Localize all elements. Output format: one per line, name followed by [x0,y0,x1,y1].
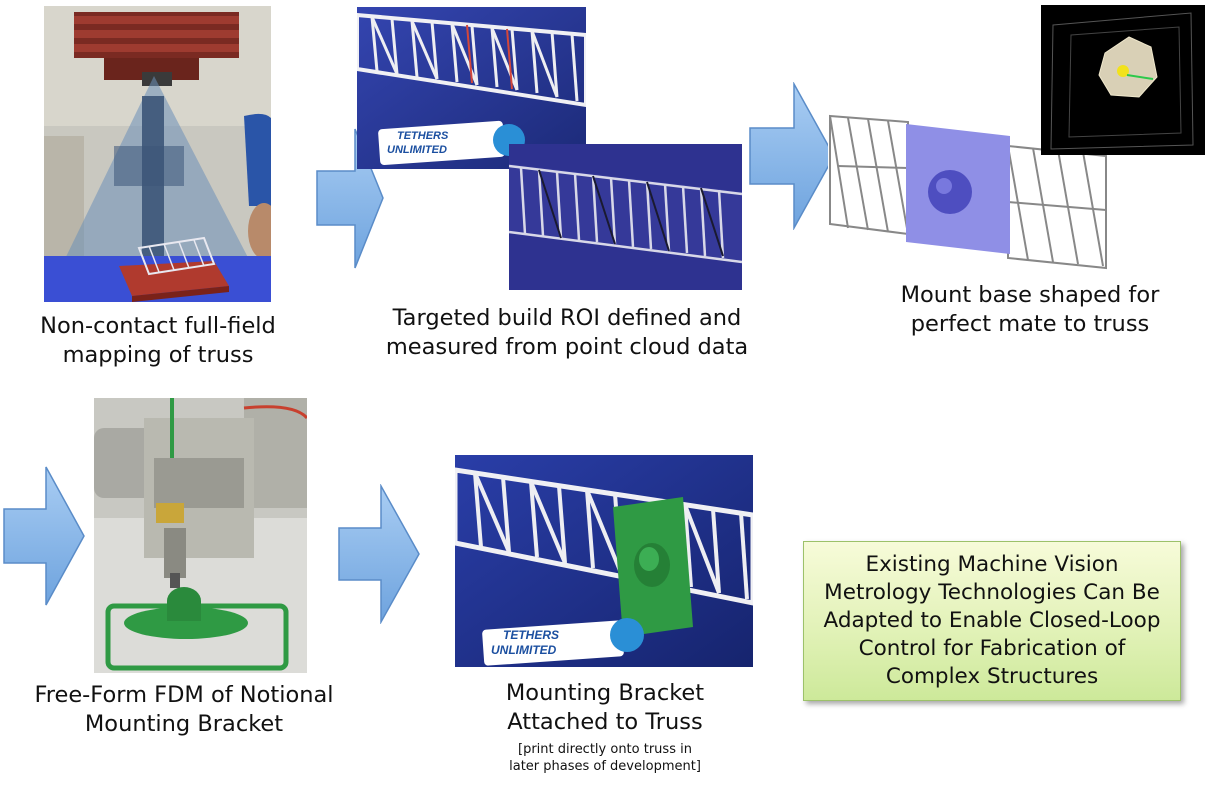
caption-mounting-bracket-attached: Mounting Bracket Attached to Truss [505,680,705,735]
scanner-photo [44,6,271,302]
arrow-right-icon [749,82,835,230]
arrow-right-icon [338,484,420,624]
conclusion-line: Metrology Technologies Can Be [824,580,1160,605]
note-print-directly: [print directly onto truss in later phas… [509,742,701,774]
bracket-attached-photo: TETHERS UNLIMITED [455,455,753,667]
logo-text-unlimited: UNLIMITED [491,643,557,657]
conclusion-line: Control for Fabrication of [858,636,1126,661]
arrow-right-icon [3,466,85,606]
logo-text-tethers: TETHERS [397,130,449,142]
render-inset [1041,5,1205,155]
truss-photo: TETHERS UNLIMITED [357,7,586,169]
point-cloud-image [509,144,742,290]
logo-text-tethers: TETHERS [503,628,559,642]
conclusion-line: Existing Machine Vision [865,552,1119,577]
logo-text-unlimited: UNLIMITED [387,144,447,156]
conclusion-line: Adapted to Enable Closed-Loop [823,608,1161,633]
fdm-printer-photo [94,398,307,673]
caption-targeted-build-roi: Targeted build ROI defined and measured … [385,305,749,360]
conclusion-box: Existing Machine Vision Metrology Techno… [803,541,1181,701]
caption-free-form-fdm: Free-Form FDM of Notional Mounting Brack… [34,682,334,737]
conclusion-line: Complex Structures [885,664,1099,689]
caption-full-field-mapping: Non-contact full-field mapping of truss [40,313,276,368]
caption-mount-base: Mount base shaped for perfect mate to tr… [900,282,1160,337]
